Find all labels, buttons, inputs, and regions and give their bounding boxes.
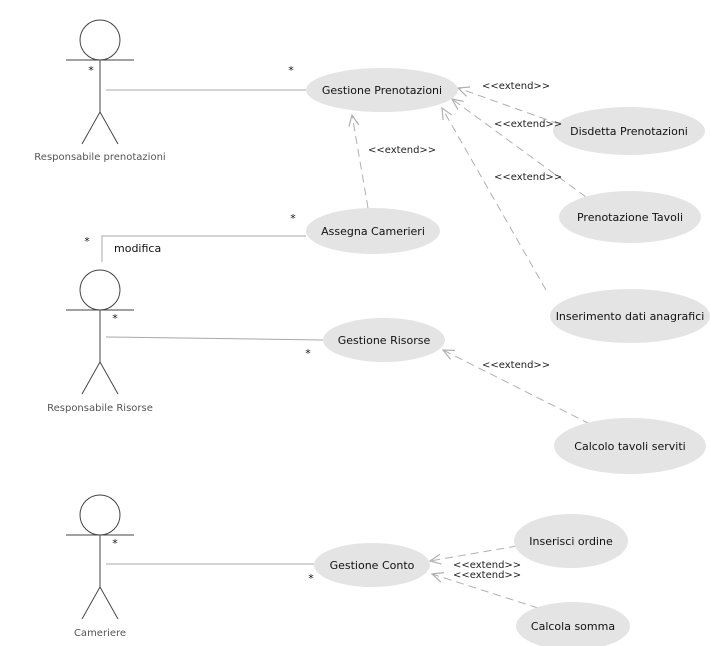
actor-figure-icon[interactable]	[66, 19, 134, 145]
use-case-ellipse[interactable]	[554, 418, 706, 474]
extend-arrow	[432, 574, 539, 609]
use-case-ellipse[interactable]	[553, 107, 705, 155]
use-case-label: Gestione Prenotazioni	[322, 84, 442, 97]
use-case-assegna-camerieri[interactable]: Assegna Camerieri	[306, 208, 440, 254]
use-case-ellipse[interactable]	[306, 208, 440, 254]
actor-label: Responsabile Risorse	[47, 403, 153, 414]
use-case-ellipse[interactable]	[314, 543, 430, 587]
use-case-label: Assegna Camerieri	[321, 225, 425, 238]
use-case-ellipse[interactable]	[516, 602, 630, 646]
multiplicity-label: *	[88, 64, 94, 77]
association-line	[101, 235, 306, 262]
actor-figure-icon[interactable]	[66, 269, 134, 395]
use-case-label: Prenotazione Tavoli	[577, 211, 683, 224]
use-case-label: Inserisci ordine	[529, 535, 613, 548]
use-case-label: Inserimento dati anagrafici	[556, 310, 705, 323]
use-case-inserisci-ordine[interactable]: Inserisci ordine	[514, 514, 628, 568]
extend-arrow	[443, 350, 591, 425]
actor-responsabile-prenotazioni[interactable]: Responsabile prenotazioni	[34, 19, 166, 163]
extend-label: <<extend>>	[494, 172, 562, 183]
multiplicity-label: *	[290, 212, 296, 225]
extend-arrow	[458, 88, 560, 125]
extend-label: <<extend>>	[482, 360, 550, 371]
association-label: modifica	[114, 242, 161, 255]
use-case-label: Disdetta Prenotazioni	[570, 125, 688, 138]
use-case-label: Gestione Conto	[330, 559, 415, 572]
actor-cameriere[interactable]: Cameriere	[66, 494, 134, 639]
extend-label: <<extend>>	[453, 560, 521, 571]
use-case-label: Calcolo tavoli serviti	[574, 440, 685, 453]
multiplicity-label: *	[305, 347, 311, 360]
actor-figure-icon[interactable]	[66, 494, 134, 620]
multiplicity-label: *	[84, 235, 90, 248]
use-case-gestione-conto[interactable]: Gestione Conto	[314, 543, 430, 587]
extend-label: <<extend>>	[368, 145, 436, 156]
use-case-ellipse[interactable]	[550, 289, 710, 343]
use-case-ellipse[interactable]	[514, 514, 628, 568]
use-case-gestione-prenotazioni[interactable]: Gestione Prenotazioni	[306, 68, 458, 112]
use-case-inserimento-dati-anagrafici[interactable]: Inserimento dati anagrafici	[550, 289, 710, 343]
multiplicity-label: *	[112, 537, 118, 550]
use-case-ellipse[interactable]	[559, 191, 701, 243]
use-case-ellipse[interactable]	[306, 68, 458, 112]
use-case-disdetta-prenotazioni[interactable]: Disdetta Prenotazioni	[553, 107, 705, 155]
multiplicity-label: *	[112, 312, 118, 325]
extend-arrow	[442, 108, 547, 291]
use-case-label: Calcola somma	[531, 620, 615, 633]
extend-label: <<extend>>	[453, 570, 521, 581]
extend-label: <<extend>>	[482, 81, 550, 92]
use-case-ellipse[interactable]	[323, 318, 445, 362]
extend-arrow	[352, 115, 369, 209]
multiplicity-label: *	[308, 572, 314, 585]
association-line	[105, 336, 324, 341]
extend-arrow	[430, 545, 518, 561]
extend-label: <<extend>>	[494, 119, 562, 130]
actor-label: Cameriere	[74, 628, 126, 639]
use-case-calcola-somma[interactable]: Calcola somma	[516, 602, 630, 646]
use-case-calcolo-tavoli-serviti[interactable]: Calcolo tavoli serviti	[554, 418, 706, 474]
use-case-prenotazione-tavoli[interactable]: Prenotazione Tavoli	[559, 191, 701, 243]
use-case-gestione-risorse[interactable]: Gestione Risorse	[323, 318, 445, 362]
extend-arrow	[452, 99, 587, 198]
actor-label: Responsabile prenotazioni	[34, 152, 165, 163]
multiplicity-label: *	[288, 64, 294, 77]
actor-responsabile-risorse[interactable]: Responsabile Risorse	[47, 269, 153, 414]
use-case-label: Gestione Risorse	[338, 334, 431, 347]
